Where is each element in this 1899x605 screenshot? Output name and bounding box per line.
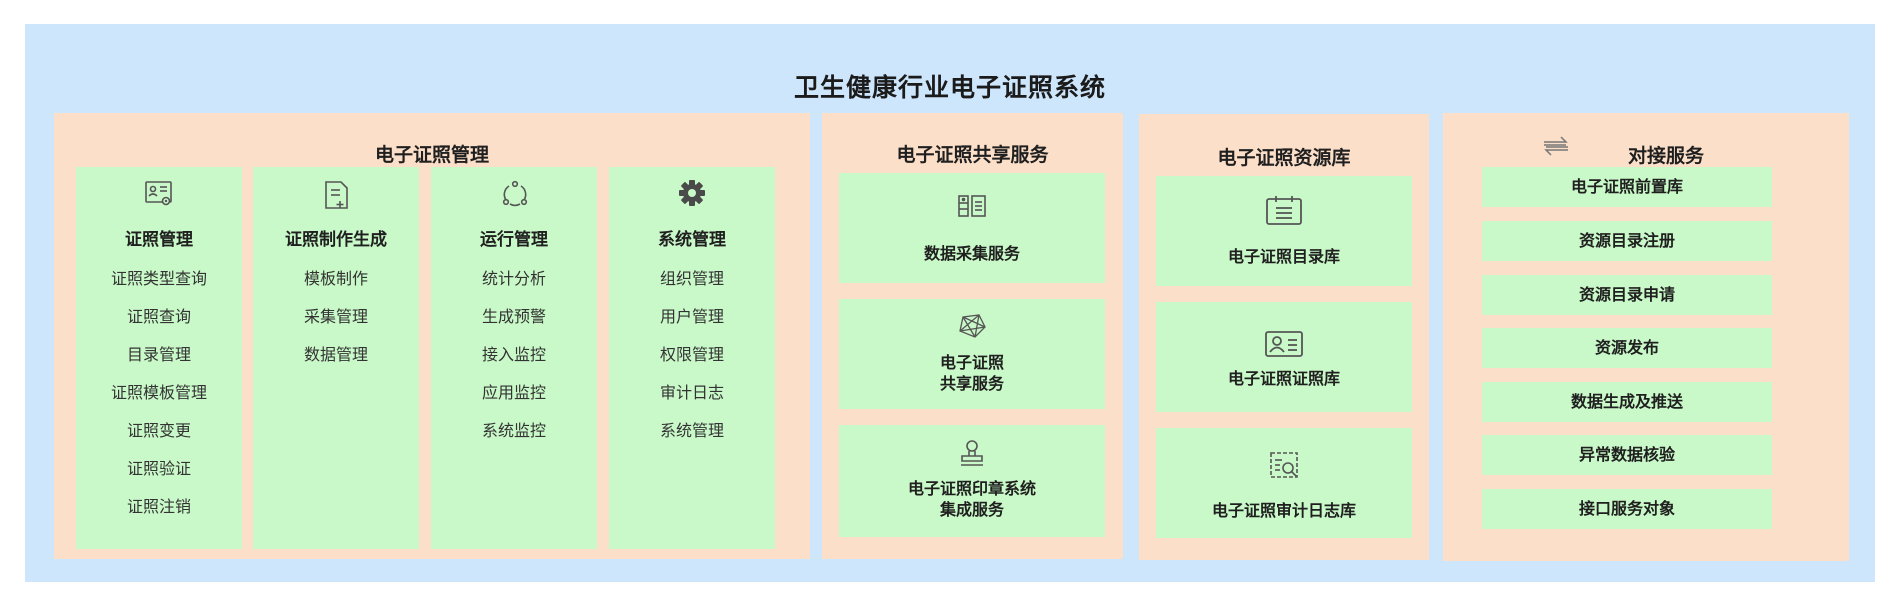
data-collection-box[interactable]: 数据采集服务 — [839, 173, 1105, 283]
list-item[interactable]: 目录管理 — [126, 345, 191, 364]
list-item[interactable]: 接入监控 — [481, 345, 546, 364]
list-item[interactable]: 采集管理 — [303, 307, 368, 326]
list-item[interactable]: 数据管理 — [303, 345, 368, 364]
list-item[interactable]: 证照验证 — [126, 459, 191, 478]
gear-icon — [678, 179, 706, 207]
data-collection-icon — [957, 193, 987, 219]
service-item-catalog-register[interactable]: 资源目录注册 — [1482, 221, 1772, 261]
box-label: 电子证照审计日志库 — [1211, 501, 1356, 520]
list-item[interactable]: 模板制作 — [303, 269, 368, 288]
list-item[interactable]: 组织管理 — [659, 269, 724, 288]
service-item-data-push[interactable]: 数据生成及推送 — [1482, 382, 1772, 422]
list-item[interactable]: 用户管理 — [659, 307, 724, 326]
box-label-line1: 电子证照 — [939, 353, 1004, 372]
certificate-settings-icon — [144, 179, 174, 209]
list-item[interactable]: 系统管理 — [659, 421, 724, 440]
sharing-title: 电子证照共享服务 — [896, 144, 1049, 166]
seal-stamp-icon — [958, 439, 986, 467]
cycle-icon — [501, 180, 529, 208]
list-item[interactable]: 证照注销 — [126, 497, 191, 516]
audit-log-search-icon — [1268, 450, 1300, 480]
repository-panel: 电子证照资源库 电子证照目录库 — [1139, 114, 1429, 560]
list-item[interactable]: 证照变更 — [126, 421, 191, 440]
column-system-management: 系统管理 组织管理 用户管理 权限管理 审计日志 系统管理 — [609, 167, 775, 549]
service-item-label: 电子证照前置库 — [1570, 177, 1683, 196]
integration-panel: 对接服务 电子证照前置库 资源目录注册 资源目录申请 资源发布 数据生成及推送 … — [1443, 113, 1849, 561]
column-certificate-management: 证照管理 证照类型查询 证照查询 目录管理 证照模板管理 证照变更 证照验证 证… — [76, 167, 242, 549]
list-item[interactable]: 系统监控 — [481, 421, 546, 440]
management-title: 电子证照管理 — [374, 144, 489, 166]
service-item-label: 资源目录申请 — [1578, 285, 1675, 304]
service-item-label: 资源目录注册 — [1578, 231, 1675, 250]
box-label: 电子证照目录库 — [1227, 247, 1340, 266]
column-certificate-production: 证照制作生成 模板制作 采集管理 数据管理 — [253, 167, 419, 549]
certificate-library-box[interactable]: 电子证照证照库 — [1156, 302, 1412, 412]
page-title: 卫生健康行业电子证照系统 — [793, 73, 1106, 102]
service-item-label: 数据生成及推送 — [1570, 392, 1683, 411]
calendar-list-icon — [1264, 194, 1304, 226]
system-frame: 卫生健康行业电子证照系统 电子证照管理 证照管理 证照类型查询 证照查询 目录管… — [25, 24, 1875, 582]
box-label: 数据采集服务 — [923, 244, 1020, 263]
repository-title: 电子证照资源库 — [1217, 147, 1351, 169]
integration-title: 对接服务 — [1627, 145, 1704, 167]
network-share-icon — [957, 313, 987, 339]
service-item-label: 异常数据核验 — [1578, 445, 1675, 464]
service-item-catalog-apply[interactable]: 资源目录申请 — [1482, 275, 1772, 315]
box-label: 电子证照证照库 — [1227, 369, 1340, 388]
service-item-exception-check[interactable]: 异常数据核验 — [1482, 435, 1772, 475]
column-title: 运行管理 — [480, 230, 548, 250]
management-panel: 电子证照管理 证照管理 证照类型查询 证照查询 目录管理 证照模板管理 证照变更 — [54, 113, 810, 559]
sharing-panel: 电子证照共享服务 数据采集服务 — [822, 113, 1123, 559]
document-add-icon — [323, 179, 351, 211]
column-title: 系统管理 — [658, 230, 726, 250]
id-card-icon — [1264, 330, 1304, 358]
column-title: 证照管理 — [125, 230, 193, 250]
list-item[interactable]: 证照查询 — [126, 307, 191, 326]
column-title: 证照制作生成 — [285, 230, 387, 250]
service-item-label: 接口服务对象 — [1578, 499, 1675, 518]
swap-arrows-icon — [1541, 135, 1571, 157]
service-item-interface-objects[interactable]: 接口服务对象 — [1482, 489, 1772, 529]
list-item[interactable]: 生成预警 — [481, 307, 546, 326]
catalog-library-box[interactable]: 电子证照目录库 — [1156, 176, 1412, 286]
service-item-front-library[interactable]: 电子证照前置库 — [1482, 167, 1772, 207]
list-item[interactable]: 证照类型查询 — [110, 269, 207, 288]
box-label-line2: 集成服务 — [939, 500, 1004, 519]
box-label-line1: 电子证照印章系统 — [907, 479, 1036, 498]
audit-log-library-box[interactable]: 电子证照审计日志库 — [1156, 428, 1412, 538]
list-item[interactable]: 证照模板管理 — [110, 383, 207, 402]
service-item-resource-publish[interactable]: 资源发布 — [1482, 328, 1772, 368]
box-label-line2: 共享服务 — [939, 374, 1004, 393]
list-item[interactable]: 权限管理 — [659, 345, 724, 364]
list-item[interactable]: 应用监控 — [481, 383, 546, 402]
list-item[interactable]: 审计日志 — [659, 383, 724, 402]
column-operation-management: 运行管理 统计分析 生成预警 接入监控 应用监控 系统监控 — [431, 167, 597, 549]
seal-integration-box[interactable]: 电子证照印章系统 集成服务 — [839, 425, 1105, 537]
service-item-label: 资源发布 — [1594, 338, 1659, 357]
sharing-service-box[interactable]: 电子证照 共享服务 — [839, 299, 1105, 409]
list-item[interactable]: 统计分析 — [481, 269, 546, 288]
